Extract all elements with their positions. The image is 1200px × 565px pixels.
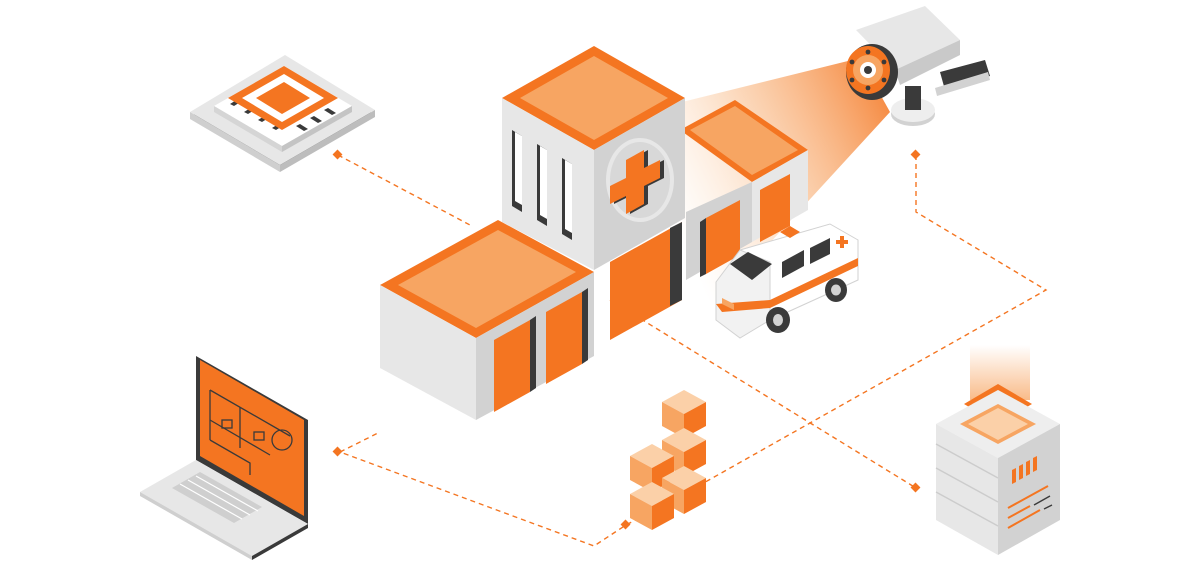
hospital-building-icon <box>380 46 808 420</box>
server-icon <box>935 345 1060 555</box>
connection-lines <box>337 154 1048 547</box>
line-chip-to-hospital <box>337 154 471 226</box>
line-camera-vertical <box>338 155 1048 547</box>
keyboard <box>172 472 262 523</box>
circuit-diagram-icon <box>209 389 293 475</box>
medical-cross-icon <box>610 150 664 214</box>
line-hospital-to-server <box>609 299 917 489</box>
ambulance-icon <box>715 223 859 339</box>
box-stack-icon <box>630 390 706 530</box>
laptop-icon <box>140 356 308 560</box>
cpu-chip-icon <box>190 55 375 172</box>
connection-nodes <box>332 149 921 530</box>
